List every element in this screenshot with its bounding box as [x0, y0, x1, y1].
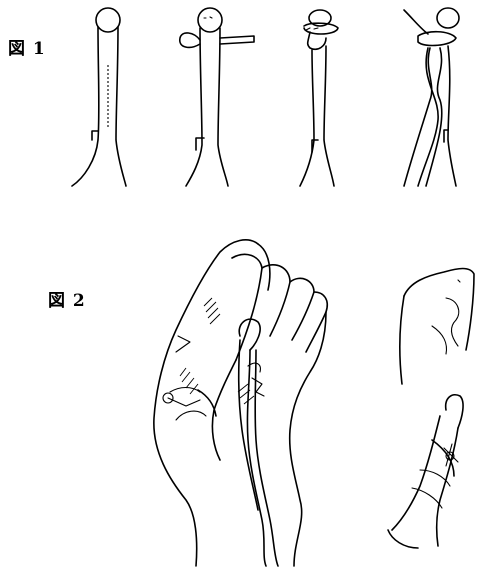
- fig2-hand-palmar-view: [154, 240, 327, 566]
- fig1-step3-finger: [300, 10, 338, 186]
- fig2-finger-side-view: [388, 269, 474, 549]
- fig1-step1-finger: [72, 8, 126, 186]
- fig1-step2-finger: [180, 8, 254, 186]
- fig1-step4-finger: [404, 8, 459, 186]
